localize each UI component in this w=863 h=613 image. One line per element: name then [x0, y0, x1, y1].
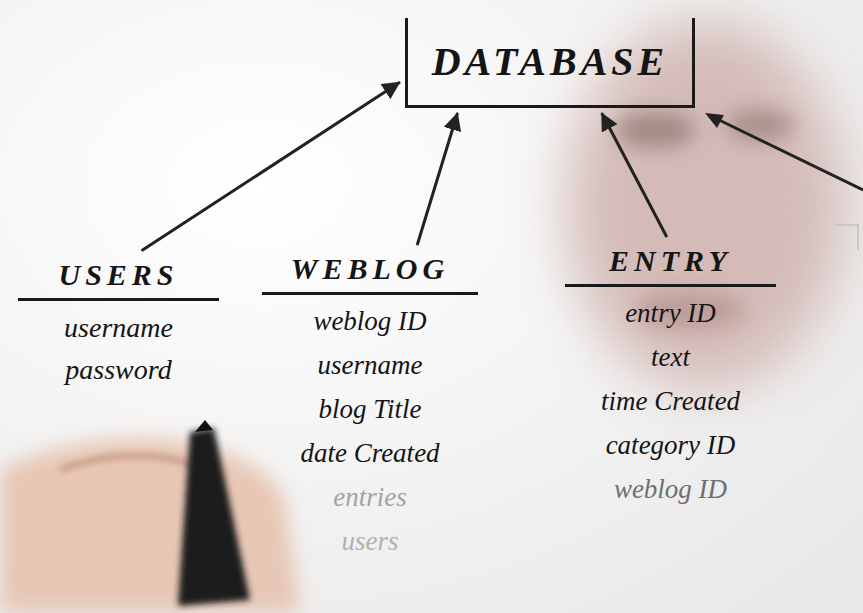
entity-heading: USERS: [18, 258, 219, 301]
entity-heading: ENTRY: [565, 244, 776, 287]
marker-pen: [178, 428, 250, 606]
field-name: text: [565, 341, 776, 374]
entity-column: ENTRY entry ID text time Created category ID…: [565, 236, 776, 506]
field-name: username: [18, 311, 219, 345]
faint-sketch: [835, 225, 858, 250]
arrow-connector: [143, 83, 399, 250]
finger-line: [60, 456, 205, 470]
database-box: DATABASE: [405, 18, 695, 108]
field-name: username: [262, 349, 478, 382]
field-name: category ID: [565, 429, 776, 462]
field-name: date Created: [262, 437, 478, 470]
field-name: password: [18, 353, 219, 387]
arrow-connector: [602, 114, 666, 236]
offframe-arrow-line: [715, 118, 863, 190]
face-eye: [615, 112, 695, 148]
database-title: DATABASE: [432, 38, 669, 85]
entity-column: USERS username password: [18, 250, 219, 387]
field-name: weblog ID: [565, 473, 776, 506]
field-name: time Created: [565, 385, 776, 418]
entity-column: WEBLOG weblog ID username blog Title date Cr…: [262, 244, 478, 558]
field-name: users: [262, 525, 478, 558]
field-name: entries: [262, 481, 478, 514]
field-name: blog Title: [262, 393, 478, 426]
hand-shape: [0, 438, 300, 613]
arrow-connector: [418, 114, 458, 244]
entity-heading: WEBLOG: [262, 252, 478, 295]
edge-of-frame-marks: [705, 113, 863, 250]
hand-with-marker: [0, 420, 300, 613]
marker-tip: [195, 420, 213, 432]
field-name: entry ID: [565, 297, 776, 330]
face-eye: [725, 109, 795, 141]
field-name: weblog ID: [262, 305, 478, 338]
offframe-arrowhead: [705, 113, 724, 128]
